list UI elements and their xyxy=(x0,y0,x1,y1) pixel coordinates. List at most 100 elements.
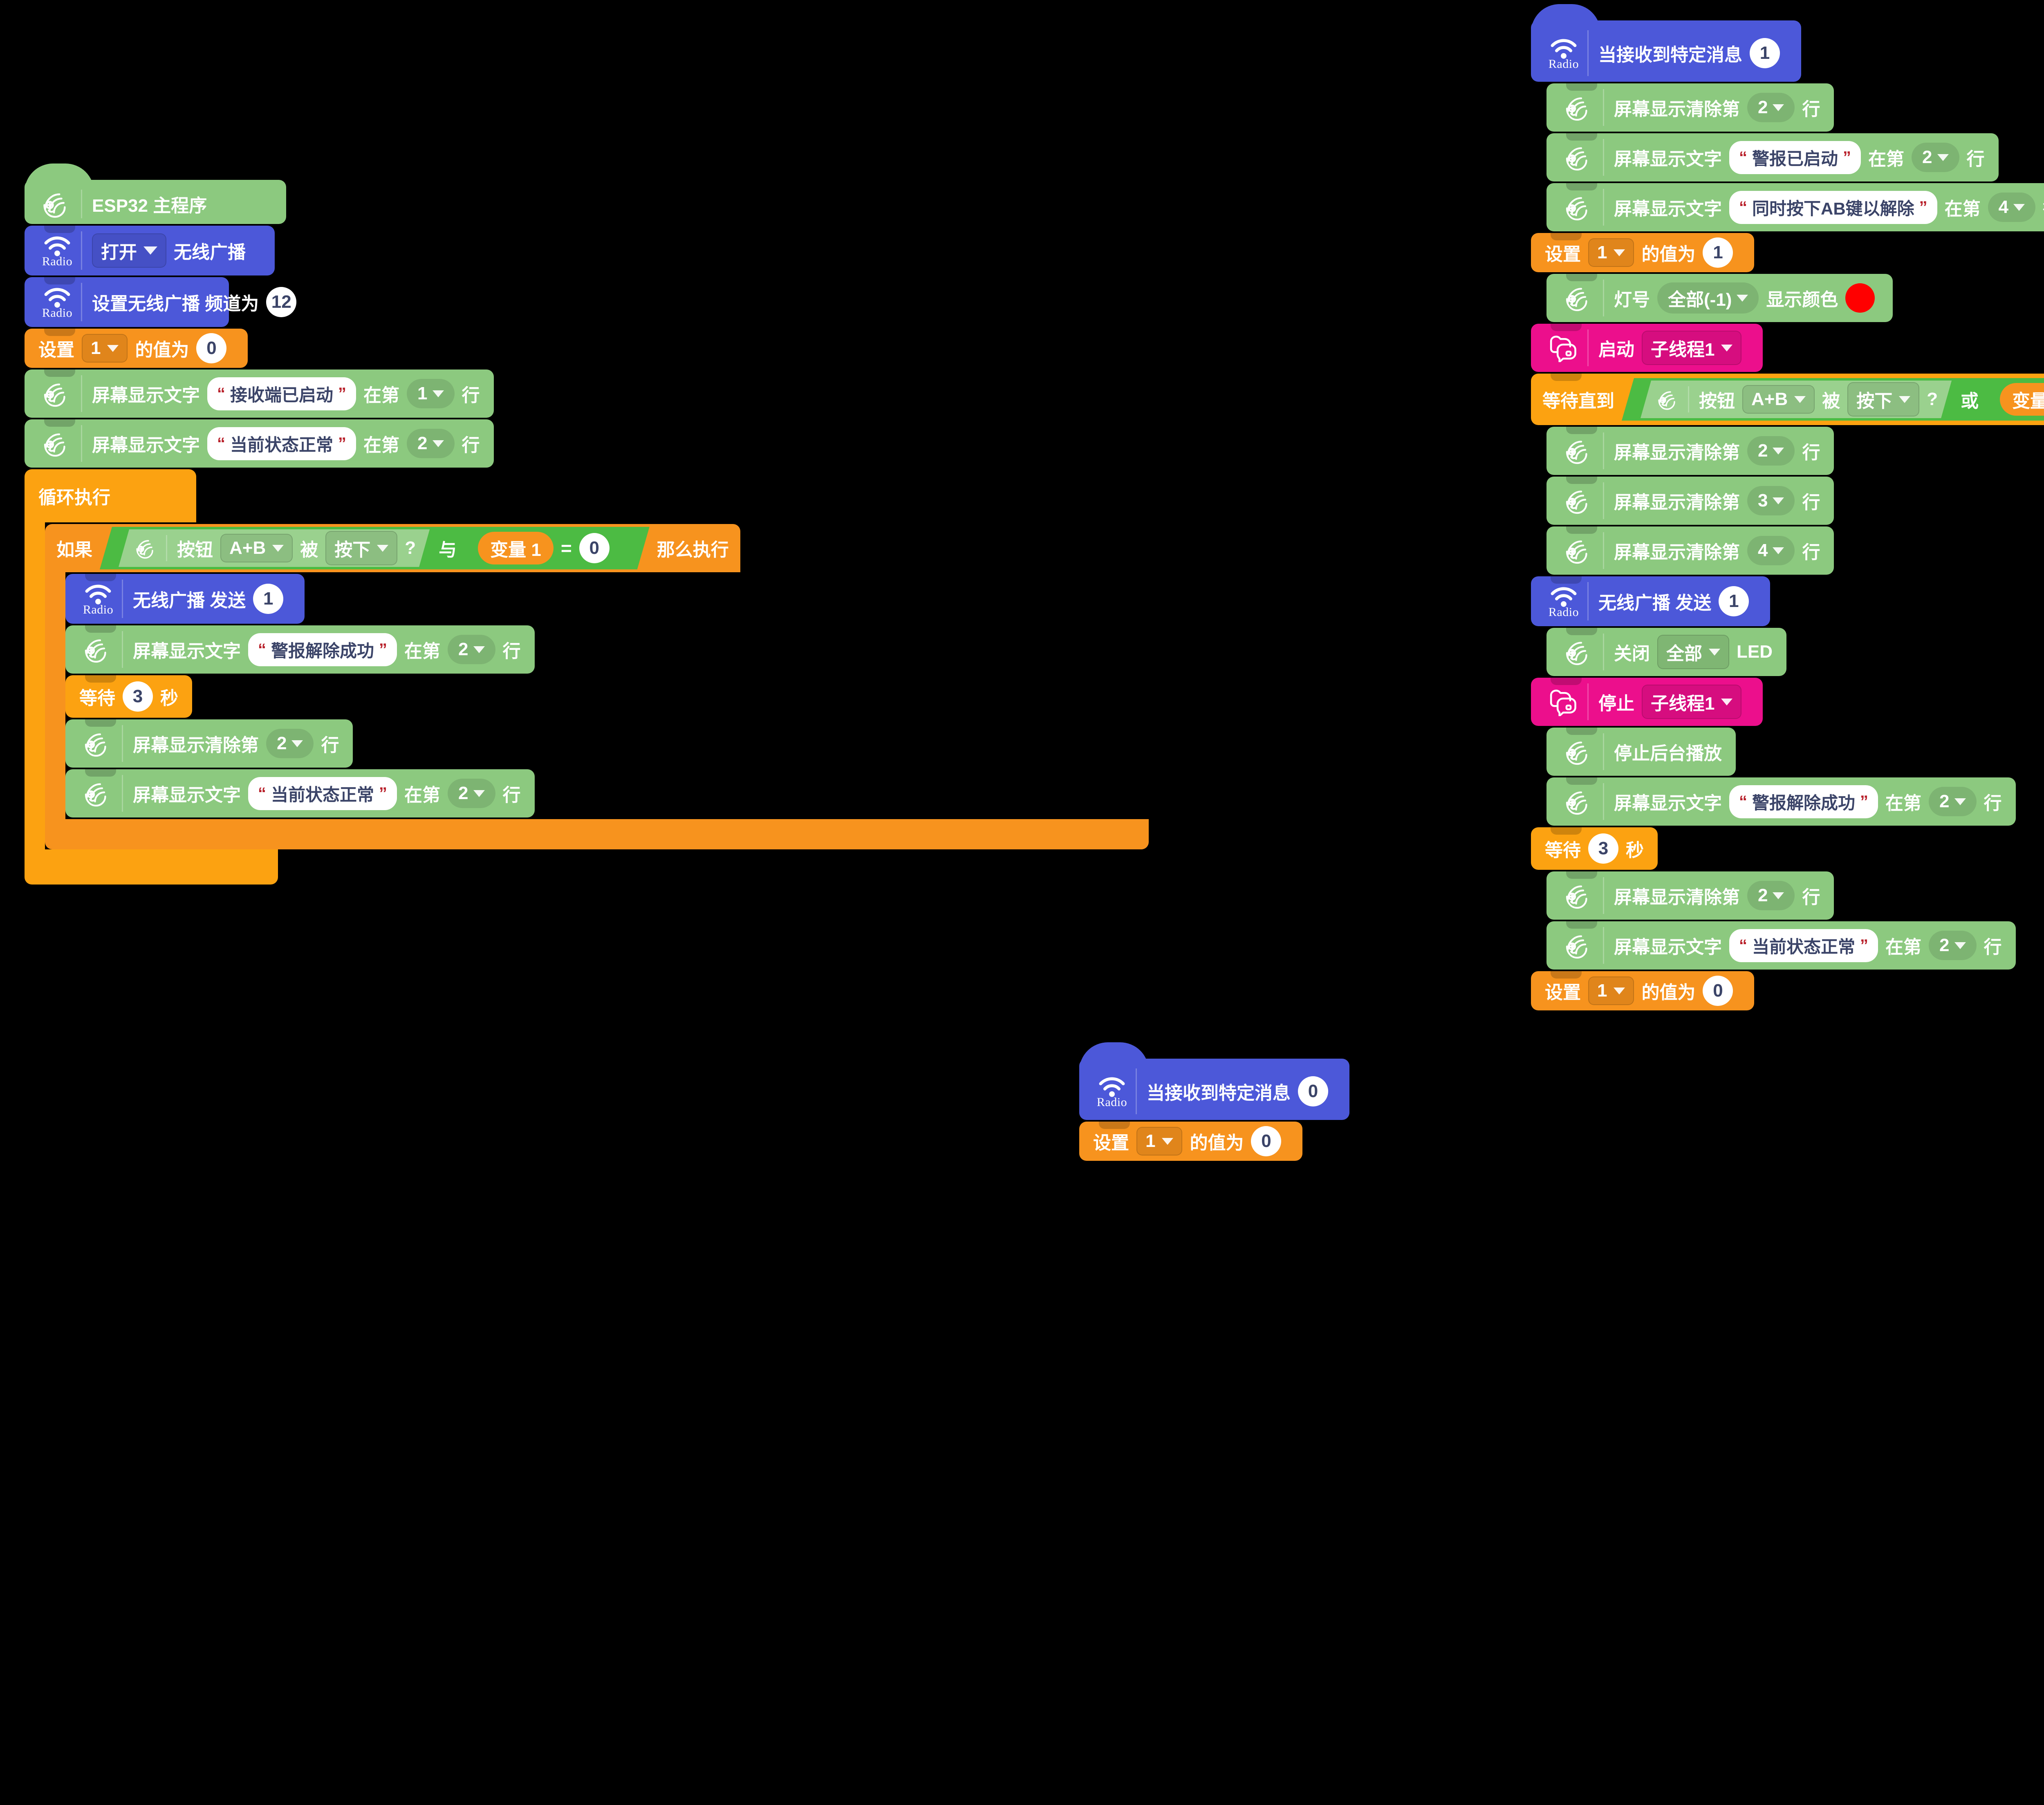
show-text-input[interactable]: “警报已启动” xyxy=(1729,141,1861,174)
radio-channel-input[interactable]: 12 xyxy=(266,287,297,317)
line-dropdown[interactable]: 2 xyxy=(1929,931,1977,960)
block-show-text-3[interactable]: 屏幕显示文字 “ 警报解除成功 ” 在第 2 xyxy=(65,625,535,674)
at-line-label: 在第 xyxy=(1868,149,1905,169)
button-id-dropdown[interactable]: A+B xyxy=(1742,385,1815,414)
block-show-text[interactable]: 屏幕显示文字 “当前状态正常” 在第 2 行 xyxy=(1546,921,2016,970)
block-clear-line[interactable]: 屏幕显示清除第 3 行 xyxy=(1546,477,1834,525)
block-show-text[interactable]: 屏幕显示文字 “警报已启动” 在第 2 行 xyxy=(1546,133,1999,181)
boolean-and-expression[interactable]: 按钮 A+B 被 按下 ? xyxy=(100,527,650,569)
line-dropdown[interactable]: 2 xyxy=(1747,93,1795,122)
divider xyxy=(122,631,123,668)
script-main[interactable]: ESP32 主程序 Radio 打开 无线广播 Radio 设置无线广播 频道为… xyxy=(25,163,1149,885)
line-dropdown[interactable]: 2 xyxy=(1747,881,1795,910)
if-header[interactable]: 如果 按钮 A+B xyxy=(45,524,740,572)
block-show-text-1[interactable]: 屏幕显示文字 “ 接收端已启动 ” 在第 1 行 xyxy=(25,370,494,418)
variable-dropdown[interactable]: 1 xyxy=(82,334,128,363)
block-clear-line[interactable]: 屏幕显示清除第 4 行 xyxy=(1546,526,1834,575)
block-show-text-2[interactable]: 屏幕显示文字 “ 当前状态正常 ” 在第 2 行 xyxy=(25,419,494,468)
variable-dropdown[interactable]: 1 xyxy=(1588,976,1634,1005)
wait-seconds-input[interactable]: 3 xyxy=(123,681,153,712)
block-set-variable-1[interactable]: 设置 1 的值为 1 xyxy=(1531,233,1755,272)
block-clear-line[interactable]: 屏幕显示清除第 2 行 xyxy=(1546,427,1834,475)
block-radio-send[interactable]: Radio 无线广播 发送 1 xyxy=(1531,576,1771,626)
led-index-dropdown[interactable]: 全部(-1) xyxy=(1657,282,1759,314)
block-wait-3[interactable]: 等待 3 秒 xyxy=(65,675,192,718)
equals-condition[interactable]: 变量 1 = 0 xyxy=(464,529,631,567)
variable-dropdown[interactable]: 1 xyxy=(1588,238,1634,267)
on-message-value[interactable]: 1 xyxy=(1750,38,1780,68)
equals-condition[interactable]: 变量 1 = 0 xyxy=(1986,381,2044,418)
line-dropdown[interactable]: 2 xyxy=(448,635,495,664)
button-pressed-condition[interactable]: 按钮 A+B 被 按下 ? xyxy=(1641,381,1952,418)
script-on-message-0[interactable]: Radio 当接收到特定消息 0 设置 1 的值为 0 xyxy=(1079,1042,1349,1162)
block-set-variable[interactable]: 设置 1 的值为 0 xyxy=(25,329,248,368)
script-on-message-1[interactable]: Radio 当接收到特定消息 1 屏幕显示清除第 2 行 屏幕显示文字 “警报已… xyxy=(1531,4,2044,1012)
thread-dropdown[interactable]: 子线程1 xyxy=(1642,685,1742,719)
on-message-value[interactable]: 0 xyxy=(1298,1076,1328,1106)
line-dropdown[interactable]: 3 xyxy=(1747,486,1795,515)
line-dropdown[interactable]: 2 xyxy=(266,729,314,758)
variable-reporter[interactable]: 变量 1 xyxy=(478,532,554,564)
block-radio-send[interactable]: Radio 无线广播 发送 1 xyxy=(65,574,305,624)
block-set-variable-0[interactable]: 设置 1 的值为 0 xyxy=(1531,971,1755,1010)
block-led-off[interactable]: 关闭 全部 LED xyxy=(1546,628,1786,676)
button-action-dropdown[interactable]: 按下 xyxy=(325,531,397,565)
button-pressed-condition[interactable]: 按钮 A+B 被 按下 ? xyxy=(119,529,430,567)
block-forever-loop[interactable]: 循环执行 如果 按钮 xyxy=(25,469,1149,885)
block-led-show-color[interactable]: 灯号 全部(-1) 显示颜色 xyxy=(1546,274,1893,322)
show-text-input[interactable]: “同时按下AB键以解除” xyxy=(1729,190,1937,224)
hat-esp32-main[interactable]: ESP32 主程序 xyxy=(25,163,286,224)
set-value-input[interactable]: 0 xyxy=(1703,976,1733,1006)
variable-reporter[interactable]: 变量 1 xyxy=(2000,383,2044,416)
forever-loop-header[interactable]: 循环执行 xyxy=(25,469,196,522)
block-start-thread[interactable]: 启动 子线程1 xyxy=(1531,324,1763,372)
led-target-dropdown[interactable]: 全部 xyxy=(1657,635,1729,669)
show-text-input[interactable]: “当前状态正常” xyxy=(1729,929,1878,962)
show-text-input[interactable]: “警报解除成功” xyxy=(1729,785,1878,818)
line-dropdown[interactable]: 2 xyxy=(448,779,495,808)
quote-open: “ xyxy=(1739,148,1747,166)
show-text-input[interactable]: “ 当前状态正常 ” xyxy=(248,777,397,810)
show-text-input[interactable]: “ 警报解除成功 ” xyxy=(248,633,397,666)
set-value-input[interactable]: 1 xyxy=(1703,237,1733,268)
line-dropdown[interactable]: 4 xyxy=(1747,536,1795,565)
line-dropdown[interactable]: 1 xyxy=(407,379,455,408)
radio-send-value[interactable]: 1 xyxy=(253,584,284,614)
hat-on-radio-received-1[interactable]: Radio 当接收到特定消息 1 xyxy=(1531,4,1801,82)
show-text-input[interactable]: “ 当前状态正常 ” xyxy=(207,427,356,460)
radio-onoff-dropdown[interactable]: 打开 xyxy=(92,233,166,268)
radio-send-value[interactable]: 1 xyxy=(1719,586,1749,616)
block-set-variable-0[interactable]: 设置 1 的值为 0 xyxy=(1079,1122,1303,1161)
set-value-input[interactable]: 0 xyxy=(196,333,227,363)
show-text-input[interactable]: “ 接收端已启动 ” xyxy=(207,377,356,410)
line-dropdown[interactable]: 2 xyxy=(407,429,455,458)
button-action-dropdown[interactable]: 按下 xyxy=(1847,382,1919,417)
wait-seconds-input[interactable]: 3 xyxy=(1588,833,1618,864)
color-swatch[interactable] xyxy=(1845,283,1875,313)
block-clear-line[interactable]: 屏幕显示清除第 2 行 xyxy=(1546,871,1834,920)
block-if[interactable]: 如果 按钮 A+B xyxy=(45,524,1149,849)
block-wait[interactable]: 等待 3 秒 xyxy=(1531,827,1658,870)
compare-value-input[interactable]: 0 xyxy=(579,533,610,563)
line-dropdown[interactable]: 4 xyxy=(1988,193,2036,222)
variable-dropdown[interactable]: 1 xyxy=(1136,1127,1183,1156)
block-show-text[interactable]: 屏幕显示文字 “警报解除成功” 在第 2 行 xyxy=(1546,777,2016,826)
block-show-text[interactable]: 屏幕显示文字 “同时按下AB键以解除” 在第 4 行 xyxy=(1546,183,2044,231)
block-clear-line[interactable]: 屏幕显示清除第 2 行 xyxy=(1546,83,1834,132)
block-stop-background-play[interactable]: 停止后台播放 xyxy=(1546,728,1736,776)
button-id-dropdown[interactable]: A+B xyxy=(220,534,293,562)
quote-close: ” xyxy=(1860,792,1869,811)
block-clear-line[interactable]: 屏幕显示清除第 2 行 xyxy=(65,719,353,768)
block-radio-on[interactable]: Radio 打开 无线广播 xyxy=(25,226,275,275)
set-value-input[interactable]: 0 xyxy=(1251,1126,1282,1156)
line-dropdown[interactable]: 2 xyxy=(1912,143,1959,172)
block-wait-until[interactable]: 等待直到 按钮 A+B 被 按下 ? 或 变量 1 = 0 xyxy=(1531,374,2044,425)
thread-dropdown[interactable]: 子线程1 xyxy=(1642,331,1742,365)
line-dropdown[interactable]: 2 xyxy=(1929,787,1977,816)
line-dropdown[interactable]: 2 xyxy=(1747,436,1795,466)
block-stop-thread[interactable]: 停止 子线程1 xyxy=(1531,678,1763,726)
boolean-or-expression[interactable]: 按钮 A+B 被 按下 ? 或 变量 1 = 0 xyxy=(1622,378,2044,421)
block-show-text-4[interactable]: 屏幕显示文字 “ 当前状态正常 ” 在第 2 xyxy=(65,769,535,817)
block-radio-channel[interactable]: Radio 设置无线广播 频道为 12 xyxy=(25,277,297,327)
hat-on-radio-received-0[interactable]: Radio 当接收到特定消息 0 xyxy=(1079,1042,1349,1120)
